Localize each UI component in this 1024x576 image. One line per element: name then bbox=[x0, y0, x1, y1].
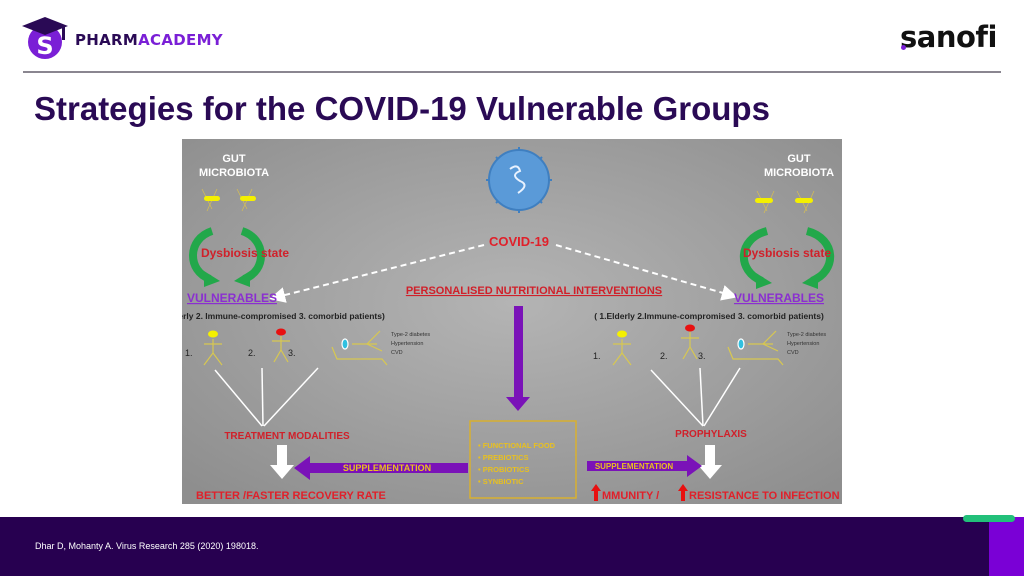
dashed-arrow-right bbox=[555, 244, 738, 301]
green-arrowhead-icon bbox=[802, 273, 818, 289]
elderly-figure-icon bbox=[612, 330, 632, 366]
up-arrow-icon bbox=[591, 484, 601, 501]
footer-bar bbox=[0, 517, 1024, 576]
supplementation-label-left: SUPPLEMENTATION bbox=[343, 463, 431, 473]
elderly-figure-icon bbox=[203, 330, 223, 366]
outcome-right-immunity: MMUNITY / bbox=[602, 490, 659, 502]
dysbiosis-cycle-arrows-icon bbox=[189, 227, 265, 283]
pharmacademy-wordmark: PHARMACADEMY bbox=[75, 31, 223, 49]
box-item: • PREBIOTICS bbox=[478, 453, 529, 462]
comorbidity-left: Hypertension bbox=[391, 341, 423, 347]
dysbiosis-cycle-arrows-icon bbox=[739, 227, 835, 285]
bedridden-patient-icon bbox=[331, 330, 388, 366]
converging-lines-right bbox=[650, 367, 741, 427]
outcome-right-resistance: RESISTANCE TO INFECTION bbox=[689, 490, 840, 502]
figure-number-1: 1. bbox=[593, 351, 601, 361]
microbiota-label-right: MICROBIOTA bbox=[764, 167, 834, 179]
footer-green-accent bbox=[963, 515, 1015, 522]
treatment-modalities-label: TREATMENT MODALITIES bbox=[224, 431, 350, 442]
converging-lines-left bbox=[214, 367, 319, 427]
slide-title: Strategies for the COVID-19 Vulnerable G… bbox=[34, 90, 770, 127]
figure-number-1: 1. bbox=[185, 348, 193, 358]
dysbiosis-label-left: Dysbiosis state bbox=[201, 246, 289, 260]
svg-text:S: S bbox=[36, 32, 53, 60]
comorbidity-right: Type-2 diabetes bbox=[787, 332, 826, 338]
supplementation-label-right: SUPPLEMENTATION bbox=[595, 462, 674, 471]
gut-label-right: GUT bbox=[787, 153, 811, 165]
box-item: • FUNCTIONAL FOOD bbox=[478, 441, 556, 450]
green-arrowhead-icon bbox=[234, 271, 250, 287]
strategy-diagram: GUT MICROBIOTA Dysbiosis state GUT MICRO… bbox=[155, 139, 842, 504]
immunocompromised-figure-icon bbox=[272, 328, 290, 363]
green-arrowhead-icon bbox=[204, 271, 220, 287]
sanofi-dot bbox=[901, 45, 906, 50]
groups-left: (1.Elderly 2. Immune-compromised 3. como… bbox=[182, 311, 385, 321]
covid-label: COVID-19 bbox=[489, 234, 549, 249]
gut-label-left: GUT bbox=[222, 153, 246, 165]
figure-number-3: 3. bbox=[698, 351, 706, 361]
comorbidity-right: CVD bbox=[787, 350, 799, 356]
supplementation-arrow-left bbox=[294, 456, 468, 480]
graduation-cap-s-icon: S bbox=[22, 17, 68, 60]
box-item: • PROBIOTICS bbox=[478, 465, 529, 474]
bacteria-icon bbox=[201, 188, 256, 212]
immunocompromised-figure-icon bbox=[681, 324, 699, 360]
supplementation-arrow-right bbox=[587, 455, 702, 477]
prophylaxis-label: PROPHYLAXIS bbox=[675, 429, 747, 440]
groups-right: ( 1.Elderly 2.Immune-compromised 3. como… bbox=[594, 311, 824, 321]
box-item: • SYNBIOTIC bbox=[478, 477, 524, 486]
up-arrow-icon bbox=[678, 484, 688, 501]
bacteria-icon bbox=[755, 190, 815, 214]
citation: Dhar D, Mohanty A. Virus Research 285 (2… bbox=[35, 541, 259, 551]
down-arrow-left-icon bbox=[270, 445, 294, 479]
microbiota-label-left: MICROBIOTA bbox=[199, 167, 269, 179]
sanofi-logo: sanofi bbox=[900, 20, 997, 54]
comorbidity-left: Type-2 diabetes bbox=[391, 332, 430, 338]
interventions-label: PERSONALISED NUTRITIONAL INTERVENTIONS bbox=[406, 285, 662, 297]
vulnerables-label-left: VULNERABLES bbox=[187, 291, 277, 305]
figure-number-3: 3. bbox=[288, 348, 296, 358]
comorbidity-left: CVD bbox=[391, 350, 403, 356]
vulnerables-label-right: VULNERABLES bbox=[734, 291, 824, 305]
figure-number-2: 2. bbox=[660, 351, 668, 361]
figure-number-2: 2. bbox=[248, 348, 256, 358]
down-arrow-right-icon bbox=[698, 445, 722, 479]
bedridden-patient-icon bbox=[727, 330, 784, 366]
comorbidity-right: Hypertension bbox=[787, 341, 819, 347]
footer-accent-block bbox=[989, 517, 1024, 576]
header-divider bbox=[23, 71, 1001, 73]
dysbiosis-label-right: Dysbiosis state bbox=[743, 246, 831, 260]
purple-down-arrow-icon bbox=[506, 306, 530, 411]
outcome-left: BETTER /FASTER RECOVERY RATE bbox=[196, 490, 386, 502]
coronavirus-icon bbox=[486, 147, 552, 213]
dashed-arrow-left bbox=[269, 244, 485, 303]
pharmacademy-logo: S bbox=[22, 14, 70, 60]
supplements-box bbox=[469, 420, 577, 499]
green-arrowhead-icon bbox=[756, 273, 772, 289]
